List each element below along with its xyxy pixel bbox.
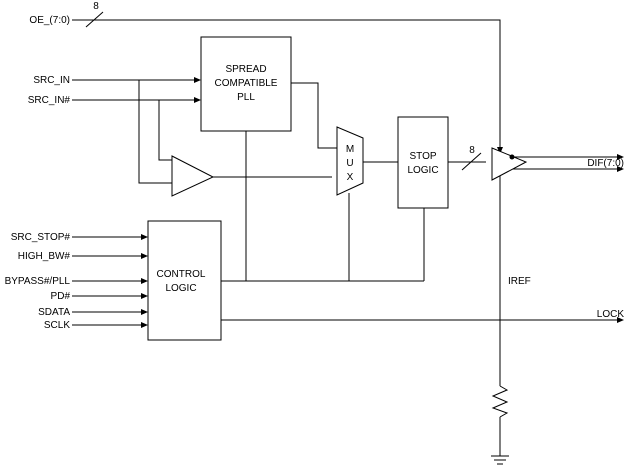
src-stop-arrow bbox=[141, 234, 148, 240]
signal-labels: OE_(7:0) 8 SRC_IN SRC_IN# SRC_STOP# HIGH… bbox=[5, 1, 625, 331]
oe-bus-slash bbox=[85, 11, 104, 28]
src-in-arrow bbox=[194, 77, 201, 83]
sclk-label: SCLK bbox=[44, 320, 70, 331]
oe-bus-width: 8 bbox=[93, 1, 99, 12]
stop-bus-slash bbox=[461, 152, 482, 171]
wires bbox=[72, 11, 618, 465]
high-bw-arrow bbox=[141, 253, 148, 259]
dif-arrow-1 bbox=[617, 154, 624, 160]
src-in-label: SRC_IN bbox=[33, 75, 70, 86]
control-logic-label-line2: LOGIC bbox=[165, 283, 196, 294]
input-buffer-triangle bbox=[171, 155, 215, 197]
pll-label-line2: COMPATIBLE bbox=[215, 78, 278, 89]
pll-block: SPREAD COMPATIBLE PLL bbox=[200, 36, 292, 132]
lock-arrow bbox=[617, 317, 624, 323]
mux-label-x: X bbox=[347, 172, 354, 183]
bypass-arrow bbox=[141, 278, 148, 284]
stop-logic-label-line2: LOGIC bbox=[407, 165, 438, 176]
oe-arrow bbox=[497, 147, 503, 154]
src-in-n-label: SRC_IN# bbox=[28, 95, 71, 106]
stop-bus-width: 8 bbox=[469, 145, 475, 156]
mux-block: M U X bbox=[336, 126, 364, 196]
stop-logic-block: STOP LOGIC bbox=[397, 116, 449, 209]
arrowheads bbox=[141, 77, 624, 328]
control-logic-block: CONTROL LOGIC bbox=[147, 220, 222, 341]
high-bw-label: HIGH_BW# bbox=[18, 251, 71, 262]
control-logic-box bbox=[147, 220, 222, 341]
pll-to-mux-wire bbox=[291, 82, 337, 149]
mux-trapezoid bbox=[336, 126, 364, 196]
dif-label: DIF(7:0) bbox=[587, 158, 624, 169]
iref-resistor bbox=[491, 385, 509, 418]
bypass-label: BYPASS#/PLL bbox=[5, 276, 71, 287]
pd-arrow bbox=[141, 293, 148, 299]
pll-box bbox=[200, 36, 292, 132]
stop-logic-box bbox=[397, 116, 449, 209]
src-in-n-tap-wire bbox=[158, 100, 172, 161]
sdata-label: SDATA bbox=[38, 307, 70, 318]
lock-label: LOCK bbox=[597, 309, 625, 320]
sclk-arrow bbox=[141, 322, 148, 328]
mux-label-u: U bbox=[346, 158, 353, 169]
stop-logic-label-line1: STOP bbox=[409, 151, 436, 162]
src-stop-label: SRC_STOP# bbox=[11, 232, 71, 243]
pd-label: PD# bbox=[51, 291, 71, 302]
mux-label-m: M bbox=[346, 144, 354, 155]
output-buffer-triangle bbox=[491, 147, 528, 181]
input-buffer bbox=[171, 155, 215, 197]
pll-label-line3: PLL bbox=[237, 92, 255, 103]
oe-label: OE_(7:0) bbox=[29, 15, 70, 26]
pll-label-line1: SPREAD bbox=[225, 64, 266, 75]
dif-arrow-2 bbox=[617, 166, 624, 172]
output-buffer-enable-dot bbox=[509, 154, 515, 160]
src-in-n-arrow bbox=[194, 97, 201, 103]
control-logic-label-line1: CONTROL bbox=[157, 269, 206, 280]
output-buffer bbox=[491, 147, 528, 181]
src-in-tap-wire bbox=[138, 80, 172, 184]
oe-wire bbox=[72, 19, 501, 148]
sdata-arrow bbox=[141, 309, 148, 315]
iref-label: IREF bbox=[508, 276, 531, 287]
